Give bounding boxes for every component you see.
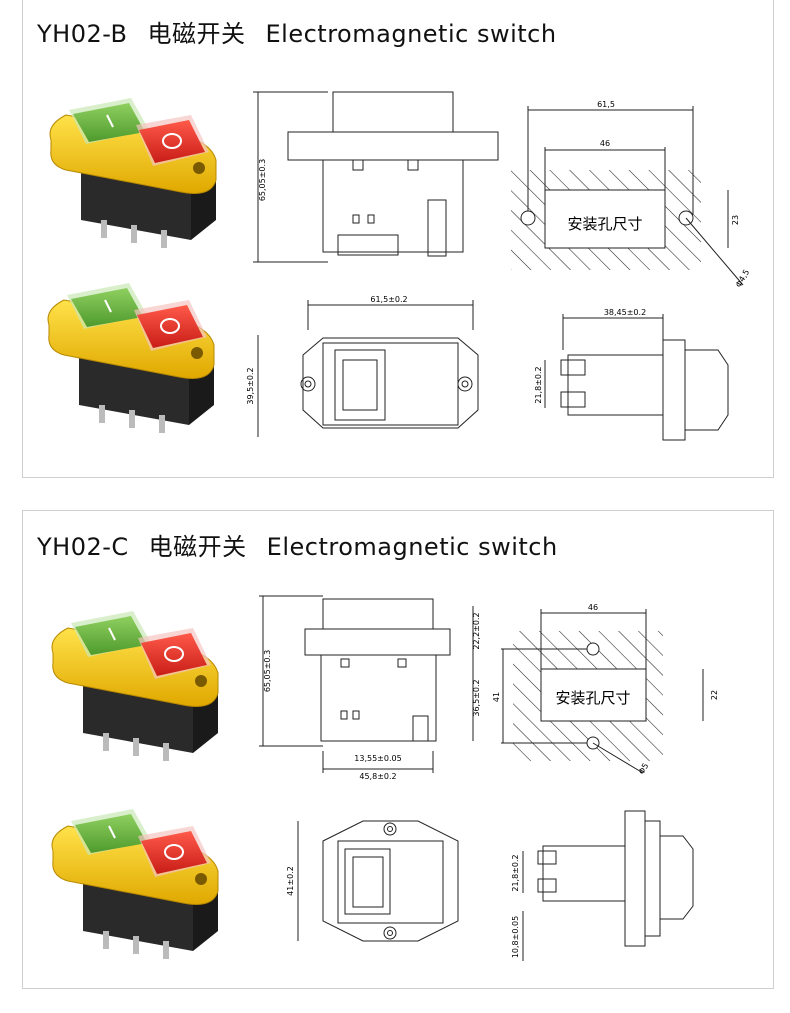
top-view-drawing bbox=[257, 300, 479, 437]
rear-view-drawing bbox=[544, 314, 729, 441]
name-en: Electromagnetic switch bbox=[266, 533, 558, 561]
panel-title: YH02-B 电磁开关 Electromagnetic switch bbox=[37, 14, 577, 49]
model-code: YH02-B bbox=[37, 20, 128, 48]
model-code: YH02-C bbox=[37, 533, 129, 561]
dim-cut-height: 23 bbox=[731, 215, 740, 225]
front-view-drawing bbox=[259, 595, 474, 773]
dim-pin: 21,8±0.2 bbox=[534, 366, 543, 403]
dim-hole: Φ4,5 bbox=[734, 268, 751, 289]
top-view-drawing bbox=[297, 820, 459, 942]
dim-height: 65,05±0.3 bbox=[258, 159, 267, 201]
hole-size-label: 安装孔尺寸 bbox=[555, 689, 630, 707]
drawings-b: 65,05±0.3 61,5±0.2 39,5±0.2 bbox=[47, 91, 751, 441]
side-view-drawing bbox=[522, 810, 694, 961]
dim-hole: Φ5 bbox=[637, 762, 650, 776]
product-photo-top bbox=[49, 97, 217, 249]
dim-body: 38,45±0.2 bbox=[604, 308, 646, 317]
dim-mid: 36,5±0.2 bbox=[472, 679, 481, 716]
dim-cut-outer: 61,5 bbox=[597, 100, 615, 109]
dim-cut-outer: 41 bbox=[492, 692, 501, 702]
hole-size-label: 安装孔尺寸 bbox=[567, 215, 642, 233]
dim-cut-height: 22 bbox=[710, 690, 719, 700]
dim-depth: 41±0.2 bbox=[286, 866, 295, 896]
panel-yh02-b: YH02-B 电磁开关 Electromagnetic switch 65,05±0… bbox=[22, 0, 774, 478]
product-photo-bottom bbox=[47, 282, 215, 434]
dim-height: 65,05±0.3 bbox=[263, 650, 272, 692]
dim-cut-inner: 46 bbox=[600, 139, 610, 148]
name-en: Electromagnetic switch bbox=[265, 20, 557, 48]
drawings-c: 65,05±0.3 22,2±0.2 36,5±0.2 13,55±0.05 4… bbox=[51, 595, 719, 961]
dim-width: 61,5±0.2 bbox=[370, 295, 407, 304]
name-cn: 电磁开关 bbox=[148, 533, 247, 561]
product-photo-top bbox=[51, 610, 219, 762]
mounting-cutout-drawing bbox=[511, 106, 744, 286]
mounting-cutout-drawing bbox=[501, 609, 704, 774]
dim-base: 10,8±0.05 bbox=[511, 916, 520, 958]
name-cn: 电磁开关 bbox=[147, 20, 246, 48]
dim-pin-gap: 13,55±0.05 bbox=[354, 754, 401, 763]
dim-width: 45,8±0.2 bbox=[359, 772, 396, 781]
product-photo-bottom bbox=[51, 808, 219, 960]
dim-top: 22,2±0.2 bbox=[472, 612, 481, 649]
dim-cut-inner: 46 bbox=[588, 603, 598, 612]
dim-pin: 21,8±0.2 bbox=[511, 854, 520, 891]
panel-title: YH02-C 电磁开关 Electromagnetic switch bbox=[37, 527, 578, 562]
dim-depth: 39,5±0.2 bbox=[246, 367, 255, 404]
panel-yh02-c: YH02-C 电磁开关 Electromagnetic switch 65,05±0… bbox=[22, 510, 774, 989]
side-view-drawing bbox=[253, 91, 499, 263]
